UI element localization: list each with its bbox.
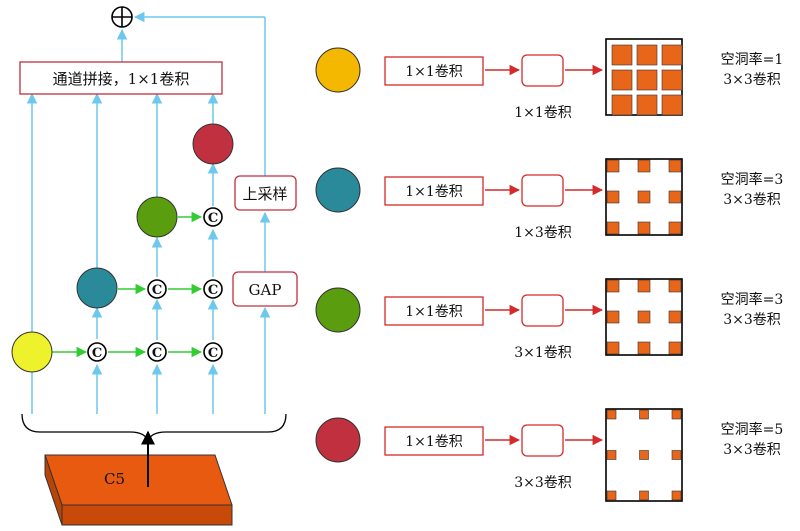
green-circle — [136, 196, 178, 238]
kernel-cell — [637, 159, 651, 173]
svg-text:C: C — [208, 283, 218, 298]
brace — [21, 413, 287, 443]
sub-label: 1×1卷积 — [514, 105, 572, 121]
sub-label: 3×3卷积 — [514, 475, 572, 491]
conv-box — [384, 176, 484, 206]
concat-icon: C — [203, 342, 223, 362]
kernel-cell — [606, 310, 620, 324]
kernel-cell — [606, 450, 617, 460]
concat-icon: C — [203, 279, 223, 299]
svg-text:C: C — [152, 283, 162, 298]
kernel-cell — [636, 94, 658, 116]
rate-label: 空洞率=3 — [721, 171, 784, 188]
kernel-cell — [671, 409, 682, 420]
kernel-cell — [668, 310, 682, 324]
kernel-label: 3×3卷积 — [723, 312, 781, 328]
kernel-cell — [668, 279, 682, 293]
concat-icon: C — [147, 279, 167, 299]
kernel-cell — [668, 190, 682, 204]
yellow-circle — [11, 331, 53, 373]
kernel-cell — [639, 409, 649, 420]
concat-label: 通道拼接，1×1卷积 — [53, 70, 190, 88]
branch-circle — [315, 167, 361, 213]
conv-box — [384, 56, 484, 86]
kernel-cell — [668, 221, 682, 235]
sub-label: 1×3卷积 — [514, 225, 572, 241]
kernel-label: 3×3卷积 — [723, 192, 781, 208]
feature-box — [521, 174, 564, 207]
kernel-cell — [668, 159, 682, 173]
kernel-cell — [639, 490, 649, 501]
rate-label: 空洞率=5 — [721, 421, 784, 438]
branch-circle — [315, 417, 361, 463]
kernel-cell — [606, 409, 617, 420]
kernel-cell — [611, 44, 633, 66]
branches: 1×1卷积1×1卷积空洞率=13×3卷积1×1卷积1×3卷积空洞率=33×3卷积… — [315, 38, 784, 502]
kernel-cell — [636, 69, 658, 91]
kernel-cell — [611, 94, 633, 116]
c5-label: C5 — [104, 470, 125, 488]
rate-label: 空洞率=1 — [721, 51, 784, 68]
kernel-cell — [671, 490, 682, 501]
kernel-cell — [639, 450, 649, 460]
branch-row: 1×1卷积 3×3卷积 空洞率=5 3×3卷积 — [315, 408, 784, 502]
kernel-cell — [637, 341, 651, 355]
kernel-label: 3×3卷积 — [723, 442, 781, 458]
svg-text:C: C — [152, 346, 162, 361]
kernel-cell — [606, 159, 620, 173]
concat-nodes: C C C C C C — [87, 207, 223, 362]
c5-block — [44, 454, 233, 526]
kernel-cell — [661, 69, 683, 91]
svg-text:C: C — [208, 346, 218, 361]
concat-icon: C — [147, 342, 167, 362]
feature-box — [521, 424, 564, 457]
concat-icon: C — [203, 207, 223, 227]
kernel-cell — [606, 490, 617, 501]
kernel-cell — [637, 221, 651, 235]
kernel-cell — [661, 94, 683, 116]
conv-box — [384, 296, 484, 326]
branch-row: 1×1卷积 3×1卷积 空洞率=3 3×3卷积 — [315, 278, 784, 361]
conv-box — [384, 426, 484, 456]
kernel-cell — [637, 310, 651, 324]
red-circle — [192, 123, 234, 165]
feature-box — [521, 294, 564, 327]
green-arrows — [52, 211, 203, 358]
feature-box — [521, 54, 564, 87]
kernel-cell — [611, 69, 633, 91]
kernel-cell — [606, 190, 620, 204]
branch-row: 1×1卷积 1×3卷积 空洞率=3 3×3卷积 — [315, 158, 784, 241]
upsample-box — [234, 175, 297, 211]
svg-text:C: C — [208, 211, 218, 226]
kernel-cell — [637, 190, 651, 204]
kernel-label: 3×3卷积 — [723, 72, 781, 88]
concat-icon: C — [87, 342, 107, 362]
blue-arrows — [26, 11, 271, 414]
kernel-cell — [661, 44, 683, 66]
conv-label: 1×1卷积 — [405, 184, 463, 200]
gap-label: GAP — [249, 281, 282, 299]
svg-text:C: C — [92, 346, 102, 361]
kernel-cell — [636, 44, 658, 66]
conv-label: 1×1卷积 — [405, 304, 463, 320]
sum-icon — [111, 6, 133, 28]
kernel-cell — [606, 221, 620, 235]
kernel-cell — [637, 279, 651, 293]
upsample-label: 上采样 — [242, 185, 287, 203]
sub-label: 3×1卷积 — [514, 345, 572, 361]
gap-box — [232, 271, 298, 307]
concat-box — [19, 61, 223, 95]
branch-row: 1×1卷积 1×1卷积 空洞率=1 3×3卷积 — [315, 38, 784, 121]
kernel-cell — [671, 450, 682, 460]
branch-circle — [315, 287, 361, 333]
kernel-cell — [668, 341, 682, 355]
conv-label: 1×1卷积 — [405, 434, 463, 450]
conv-label: 1×1卷积 — [405, 64, 463, 80]
rate-label: 空洞率=3 — [721, 291, 784, 308]
teal-circle — [76, 267, 118, 309]
kernel-cell — [606, 279, 620, 293]
kernel-cell — [606, 341, 620, 355]
branch-circle — [315, 47, 361, 93]
